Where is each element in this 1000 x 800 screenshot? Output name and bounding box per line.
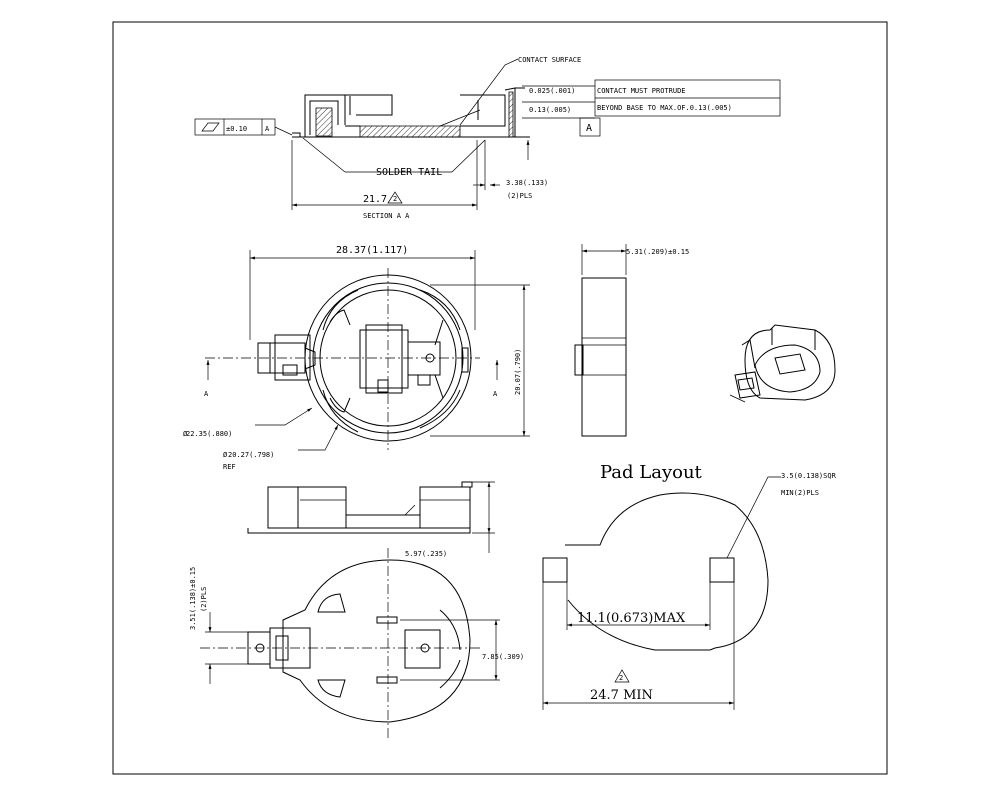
dim-5-97: 5.97(.235) [405, 550, 447, 558]
pad-right [709, 557, 735, 583]
dim-21-7: 21.7 [363, 194, 387, 205]
section-aa-view: CONTACT SURFACE 0.025(.001) 0.13(.005) C… [194, 56, 781, 220]
top-view: A A 28.37(1.117) 20.07(.790) 22.35(.880)… [183, 245, 530, 471]
dia-symbol-1: Ø [183, 430, 188, 438]
dim-20-07: 20.07(.790) [514, 349, 522, 395]
pad-revision-number: 2 [619, 674, 623, 682]
dim-3-51: 3.51(.138)±0.15 [189, 567, 197, 630]
protrude-note-line2: BEYOND BASE TO MAX.OF.0.13(.005) [597, 104, 732, 112]
dim-3-38-note: (2)PLS [507, 192, 532, 200]
front-view: 5.97(.235) [247, 481, 495, 558]
pad-size-note: MIN(2)PLS [781, 489, 819, 497]
tolerance-0-025: 0.025(.001) [529, 87, 575, 95]
dia-symbol-2: Ø [223, 451, 228, 459]
datum-a-box [579, 117, 601, 137]
section-marker-right: A [493, 390, 498, 398]
flatness-tol: ±0.10 [226, 125, 247, 133]
drawing-border [112, 21, 888, 775]
contact-surface-label: CONTACT SURFACE [518, 56, 581, 64]
dim-3-38: 3.38(.133) [506, 179, 548, 187]
pad-layout: Pad Layout 3.5(0.138)SQR MIN(2)PLS 11.1(… [542, 462, 837, 710]
flatness-datum: A [265, 125, 270, 133]
pad-size-label: 3.5(0.138)SQR [781, 472, 837, 480]
dim-24-7: 24.7 MIN [590, 688, 653, 703]
side-view: 5.31(.209)±0.15 [574, 244, 689, 437]
dia-20-27: 20.27(.798) [228, 451, 274, 459]
bottom-view: 3.51(.138)±0.15 (2)PLS 7.85(.309) [189, 548, 524, 740]
revision-triangle [387, 191, 403, 204]
dim-5-31: 5.31(.209)±0.15 [626, 248, 689, 256]
section-marker-left: A [204, 390, 209, 398]
solder-tail-label: SOLDER TAIL [376, 167, 442, 178]
flatness-icon [201, 122, 220, 132]
protrude-note-line1: CONTACT MUST PROTRUDE [597, 87, 686, 95]
pad-revision-triangle [614, 669, 630, 683]
isometric-view [729, 324, 836, 403]
dim-7-85: 7.85(.309) [482, 653, 524, 661]
ref-label: REF [223, 463, 236, 471]
dim-28-37: 28.37(1.117) [336, 245, 408, 256]
contact-surface-leader [459, 58, 519, 126]
datum-a-label: A [586, 123, 592, 134]
dim-11-1: 11.1(0.673)MAX [577, 611, 686, 626]
tolerance-0-13: 0.13(.005) [529, 106, 571, 114]
section-aa-label: SECTION A A [363, 212, 410, 220]
pad-layout-title: Pad Layout [600, 462, 703, 483]
revision-number: 2 [393, 195, 397, 203]
dia-22-35: 22.35(.880) [186, 430, 232, 438]
dim-3-51-note: (2)PLS [200, 587, 208, 612]
pad-left [542, 557, 568, 583]
